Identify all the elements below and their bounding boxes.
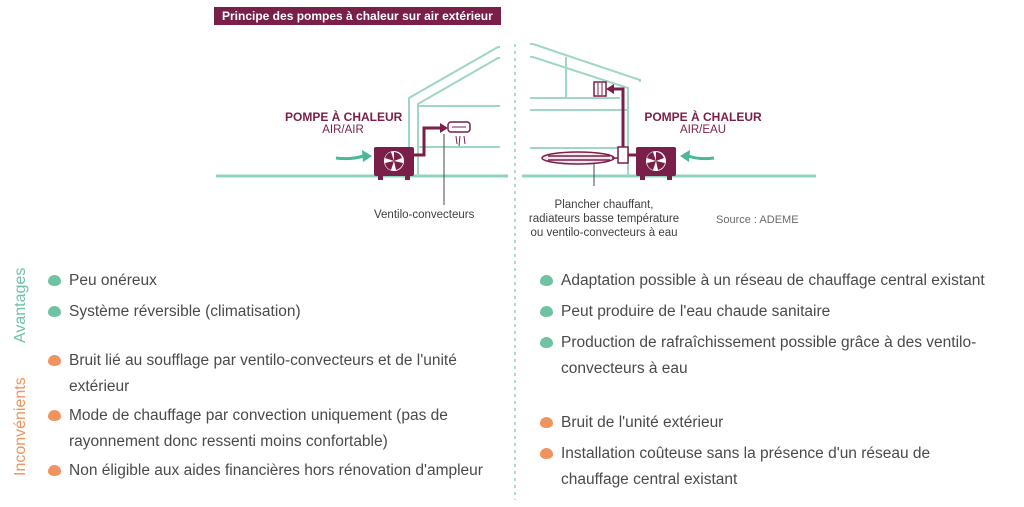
- list-item: Installation coûteuse sans la présence d…: [537, 441, 1017, 493]
- left-air-arrow: [335, 150, 372, 162]
- list-item: Mode de chauffage par convection uniquem…: [45, 403, 505, 455]
- hydraulic-module: [617, 146, 629, 164]
- bullet-icon: [48, 410, 61, 421]
- left-pump-label-line1: POMPE À CHALEUR: [285, 110, 403, 124]
- right-caption-line-1: Plancher chauffant,: [554, 199, 654, 211]
- item-text-line: convecteurs à eau: [561, 360, 688, 377]
- bullet-icon: [48, 355, 61, 366]
- bullet-icon: [540, 275, 553, 286]
- right-house: [530, 43, 641, 176]
- bullet-icon: [48, 306, 61, 317]
- item-text-line: Mode de chauffage par convection uniquem…: [69, 407, 448, 424]
- item-text-line: Bruit lié au soufflage par ventilo-conve…: [69, 352, 457, 369]
- item-text-line: Non éligible aux aides financières hors …: [69, 462, 483, 479]
- item-text-line: chauffage central existant: [561, 471, 738, 488]
- underfloor-heating-coil: [541, 151, 618, 165]
- left-pump-label-line2: AIR/AIR: [322, 124, 364, 136]
- diagram-title: Principe des pompes à chaleur sur air ex…: [214, 7, 501, 25]
- right-outdoor-unit: [636, 147, 676, 180]
- item-text: Peu onéreux: [69, 272, 157, 289]
- left-pipe: [414, 126, 442, 157]
- right-pipe: [612, 87, 636, 157]
- list-item: Système réversible (climatisation): [45, 299, 495, 325]
- bullet-icon: [540, 337, 553, 348]
- source-note: Source : ADEME: [716, 214, 799, 226]
- item-text-line: Installation coûteuse sans la présence d…: [561, 445, 931, 462]
- right-advantages-list: Adaptation possible à un réseau de chauf…: [537, 268, 1017, 382]
- right-air-arrow: [680, 150, 715, 162]
- list-item: Peut produire de l'eau chaude sanitaire: [537, 299, 1017, 325]
- item-text-line: extérieur: [69, 378, 130, 395]
- item-text-line: rayonnement donc ressenti moins conforta…: [69, 433, 388, 450]
- left-caption: Ventilo-convecteurs: [374, 209, 475, 221]
- left-outdoor-unit: [374, 147, 414, 180]
- left-house: [408, 46, 500, 176]
- list-item: Adaptation possible à un réseau de chauf…: [537, 268, 1017, 294]
- list-item: Peu onéreux: [45, 268, 495, 294]
- right-pump-label-line2: AIR/EAU: [679, 124, 726, 136]
- bullet-icon: [540, 448, 553, 459]
- radiator: [593, 81, 607, 97]
- item-text-line: Production de rafraîchissement possible …: [561, 334, 977, 351]
- item-text: Système réversible (climatisation): [69, 303, 301, 320]
- ventilo-convecteur-unit: [447, 121, 471, 147]
- bullet-icon: [540, 417, 553, 428]
- left-disadvantages-list: Bruit lié au soufflage par ventilo-conve…: [45, 348, 505, 484]
- left-advantages-list: Peu onéreux Système réversible (climatis…: [45, 268, 495, 325]
- right-caption: Plancher chauffant, radiateurs basse tem…: [518, 198, 690, 240]
- advantages-side-label: Avantages: [12, 267, 29, 343]
- list-item: Bruit de l'unité extérieur: [537, 410, 1017, 436]
- item-text-line: Adaptation possible à un réseau de chauf…: [561, 272, 985, 289]
- list-item: Non éligible aux aides financières hors …: [45, 458, 505, 484]
- right-pump-label-line1: POMPE À CHALEUR: [644, 110, 762, 124]
- bullet-icon: [540, 306, 553, 317]
- right-disadvantages-list: Bruit de l'unité extérieur Installation …: [537, 410, 1017, 493]
- list-item: Production de rafraîchissement possible …: [537, 330, 1017, 382]
- item-text-line: Peut produire de l'eau chaude sanitaire: [561, 303, 831, 320]
- disadvantages-side-label: Inconvénients: [12, 377, 29, 476]
- left-pump-label: POMPE À CHALEUR AIR/AIR: [285, 110, 403, 137]
- bullet-icon: [48, 465, 61, 476]
- right-caption-line-3: ou ventilo-convecteurs à eau: [530, 227, 678, 239]
- bullet-icon: [48, 275, 61, 286]
- right-caption-line-2: radiateurs basse température: [528, 213, 680, 225]
- item-text-line: Bruit de l'unité extérieur: [561, 414, 724, 431]
- list-item: Bruit lié au soufflage par ventilo-conve…: [45, 348, 505, 400]
- right-pump-label: POMPE À CHALEUR AIR/EAU: [644, 111, 762, 137]
